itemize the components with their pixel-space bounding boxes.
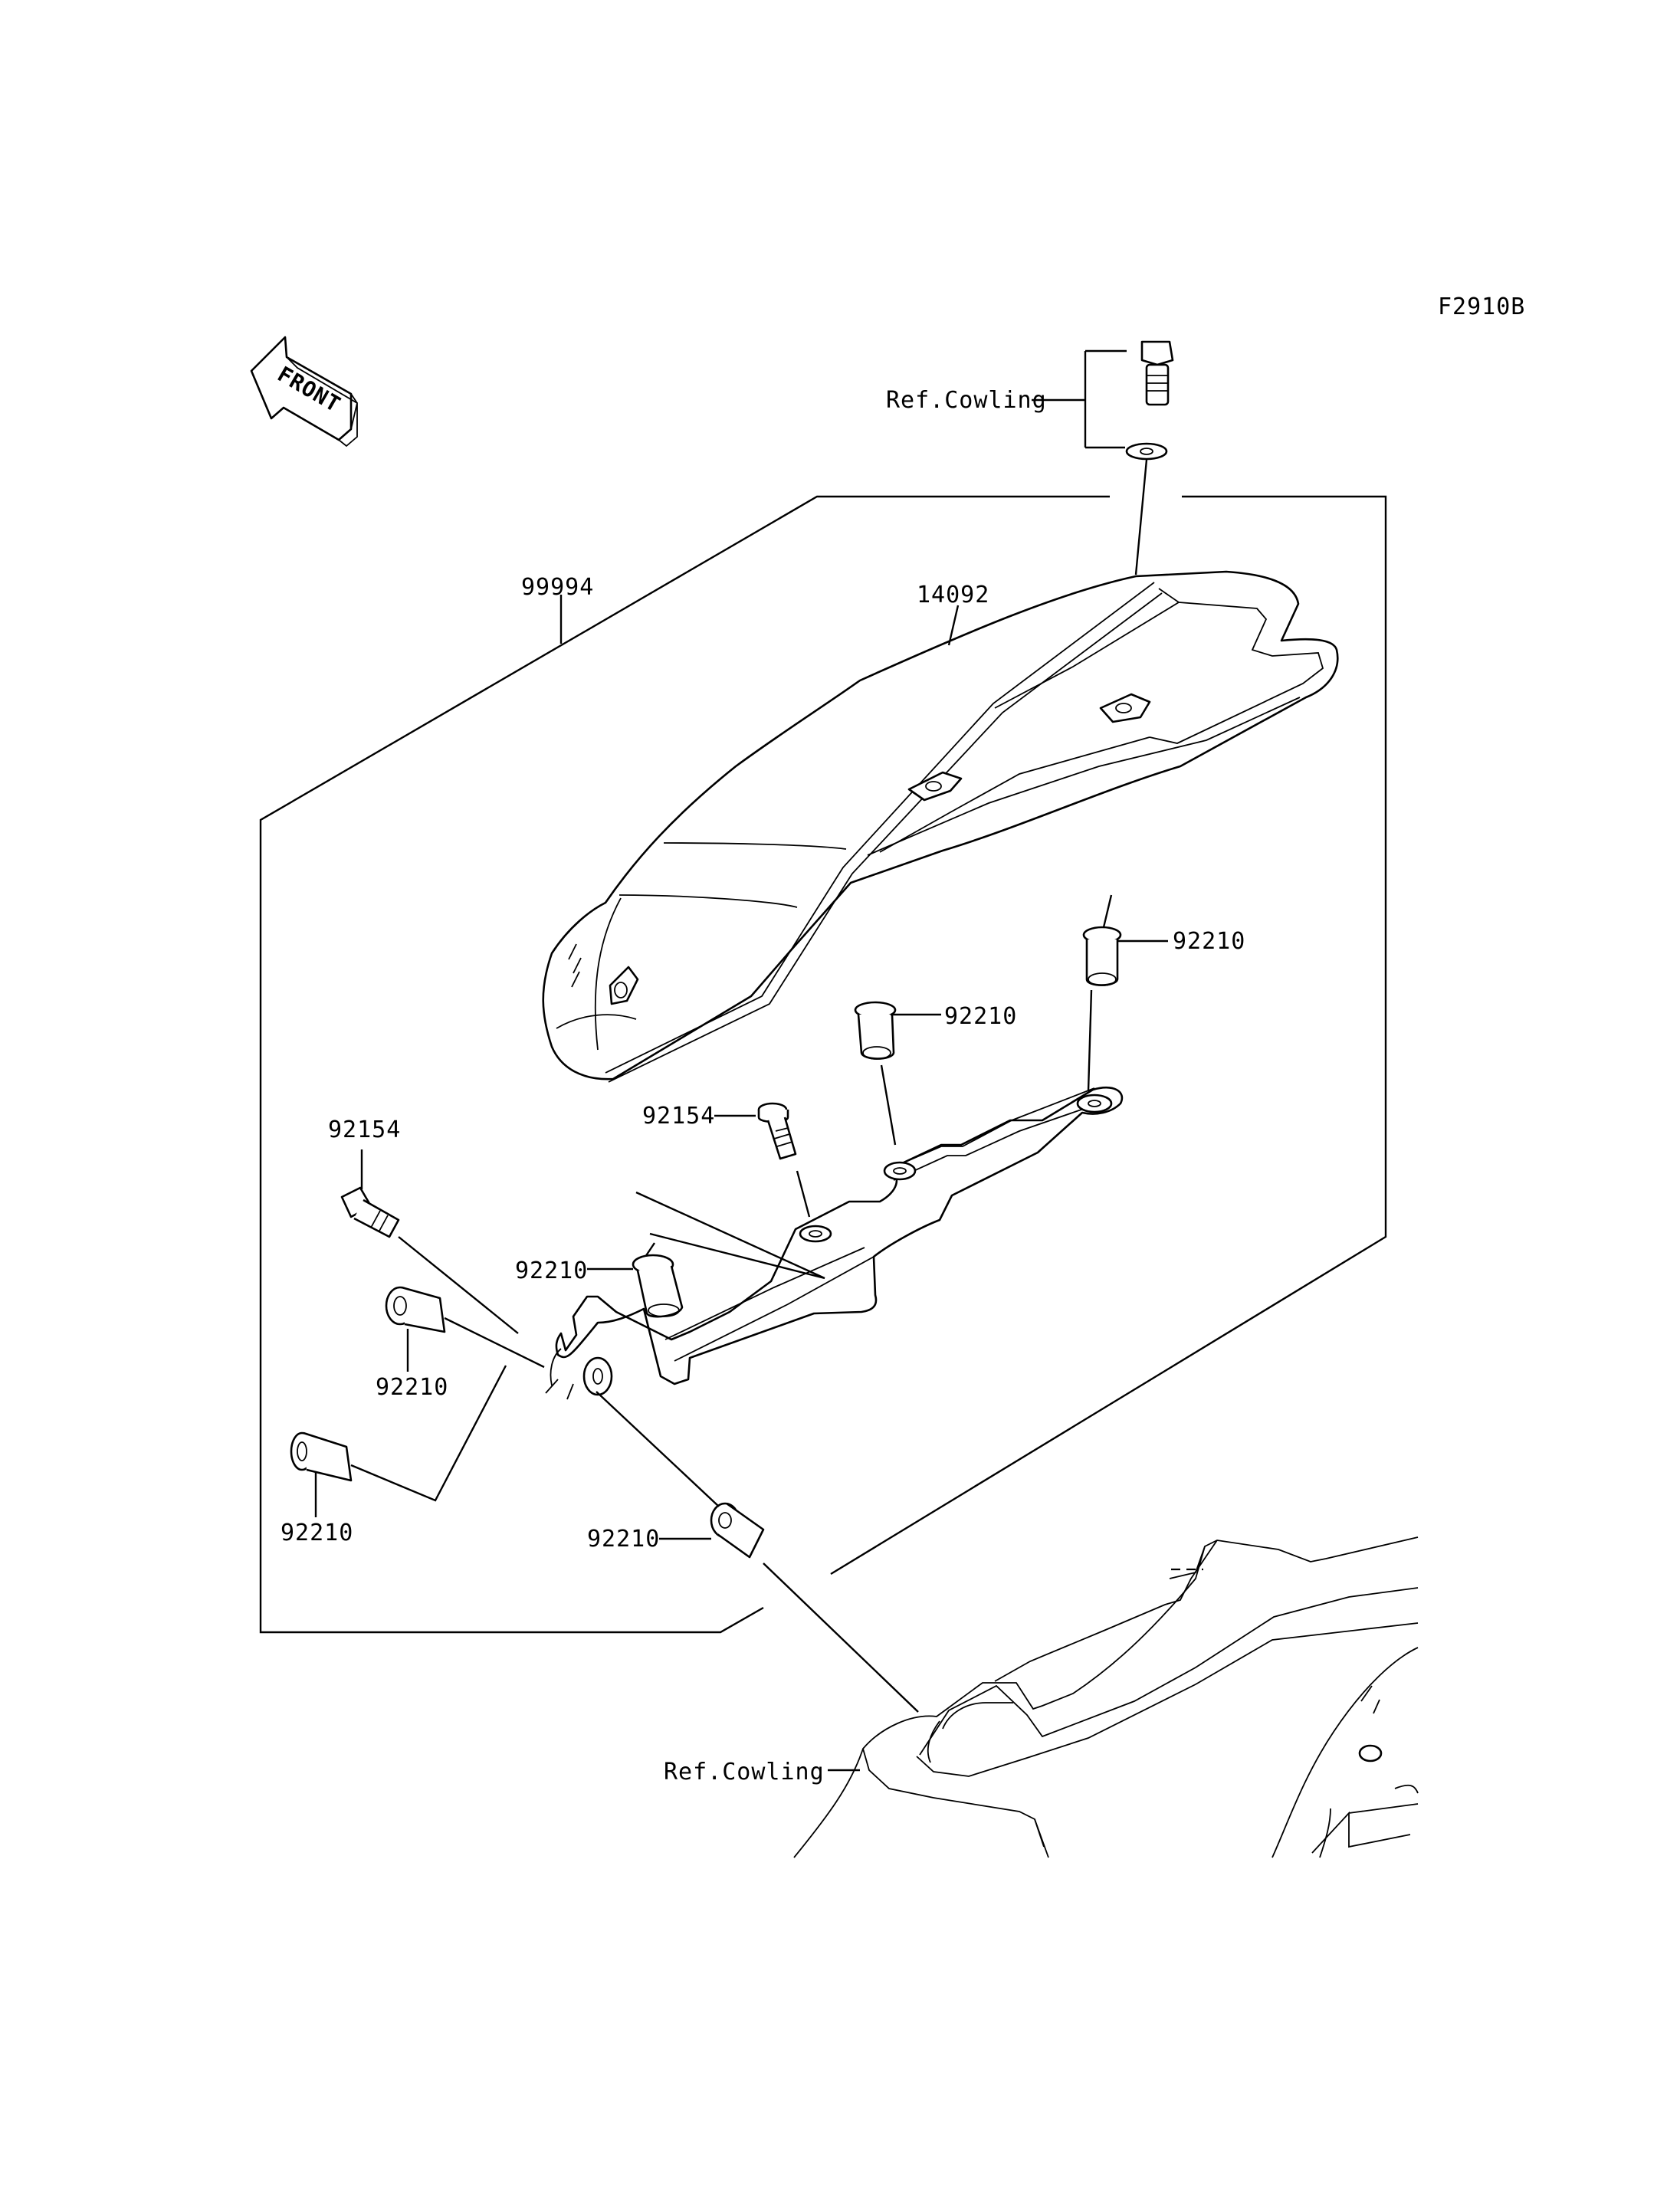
top-washer-icon: [1125, 442, 1168, 461]
grommet-upper-mid-label: 92210: [944, 1003, 1017, 1030]
grommet-bottom-icon: [710, 1502, 765, 1559]
grommet-left-a-label: 92210: [376, 1374, 448, 1401]
diagram-code: F2910B: [1438, 293, 1525, 320]
grommet-upper-mid-icon: [854, 1001, 897, 1060]
ref-cowling-top-label: Ref.Cowling: [886, 387, 1047, 414]
grommet-left-b-label: 92210: [281, 1520, 353, 1546]
bolt-left-icon: [340, 1186, 400, 1238]
grommet-bottom-label: 92210: [587, 1526, 660, 1553]
grommet-upper-right-icon: [1082, 926, 1122, 986]
grommet-upper-right-label: 92210: [1173, 928, 1245, 955]
mounting-bracket: [545, 1086, 1124, 1400]
ref-cowling-bottom-label: Ref.Cowling: [664, 1759, 825, 1785]
grommet-left-b-icon: [290, 1431, 353, 1482]
grommet-left-mid-label: 92210: [515, 1258, 588, 1284]
kit-label: 99994: [521, 574, 594, 601]
bolt-left-label: 92154: [328, 1117, 401, 1143]
grommet-left-mid-icon: [632, 1254, 684, 1318]
ref-cowling-body: [793, 1536, 1419, 1858]
front-arrow-icon: FRONT: [250, 336, 359, 448]
bolt-mid-icon: [757, 1102, 797, 1160]
seat-cowl-cover: [542, 570, 1339, 1083]
top-bolt-icon: [1140, 340, 1174, 406]
cover-label: 14092: [917, 582, 989, 608]
bolt-mid-label: 92154: [642, 1103, 715, 1130]
grommet-left-a-icon: [385, 1286, 446, 1333]
